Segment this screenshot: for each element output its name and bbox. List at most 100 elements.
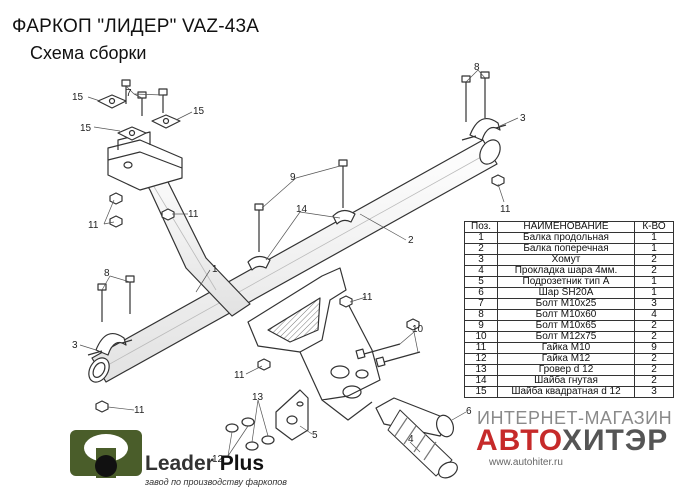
table-cell: 1 <box>634 287 674 299</box>
table-cell: 4 <box>634 309 674 321</box>
column-header: НАИМЕНОВАНИЕ <box>497 221 635 233</box>
table-cell: Подрозетник тип А <box>497 276 635 288</box>
tow-ball <box>375 397 458 479</box>
callout-label: 13 <box>252 392 264 403</box>
table-header-row: Поз. НАИМЕНОВАНИЕ К-ВО <box>464 221 674 233</box>
table-cell: 1 <box>464 232 498 244</box>
callout-label: 11 <box>88 220 99 231</box>
table-cell: 2 <box>634 254 674 266</box>
table-cell: Балка продольная <box>497 232 635 244</box>
diagram-title: ФАРКОП "ЛИДЕР" VAZ-43A <box>12 16 260 37</box>
part-drawings <box>87 71 507 479</box>
table-cell: Шар SH20A <box>497 287 635 299</box>
table-cell: 2 <box>464 243 498 255</box>
callout-numbers: 15 7 15 15 8 3 9 11 11 11 14 2 1 8 11 3 … <box>72 62 526 465</box>
callout-label: 9 <box>290 172 296 183</box>
table-cell: 15 <box>464 386 498 398</box>
callout-label: 11 <box>500 204 511 215</box>
table-cell: 3 <box>464 254 498 266</box>
callout-label: 11 <box>234 370 245 381</box>
table-cell: Шайба гнутая <box>497 375 635 387</box>
table-cell: Болт М10х65 <box>497 320 635 332</box>
nuts <box>95 174 505 413</box>
callout-label: 10 <box>412 324 424 335</box>
logo-name-plus: Plus <box>219 452 265 475</box>
table-cell: Гайка М12 <box>497 353 635 365</box>
square-washers <box>97 94 181 141</box>
callout-label: 8 <box>474 62 480 73</box>
table-cell: Болт М12х75 <box>497 331 635 343</box>
table-cell: 1 <box>634 243 674 255</box>
table-cell: 12 <box>464 353 498 365</box>
leader-lines <box>79 69 519 457</box>
table-cell: 10 <box>464 331 498 343</box>
table-cell: Болт М10х25 <box>497 298 635 310</box>
watermark-url: www.autohiter.ru <box>489 457 563 468</box>
table-cell: Шайба квадратная d 12 <box>497 386 635 398</box>
nuts-and-grovers <box>225 417 275 451</box>
logo-name: Leader <box>145 452 214 475</box>
watermark-brand-part1: АВТО <box>476 424 562 457</box>
table-cell: 9 <box>464 320 498 332</box>
table-cell: 5 <box>464 276 498 288</box>
table-cell: Хомут <box>497 254 635 266</box>
frame-bracket <box>107 131 183 191</box>
logo-tagline: завод по производству фаркопов <box>145 477 287 487</box>
diagram-subtitle: Схема сборки <box>30 43 147 63</box>
watermark-brand: АВТОХИТЭР <box>476 424 668 458</box>
table-cell: Балка поперечная <box>497 243 635 255</box>
table-cell: 2 <box>634 364 674 376</box>
table-cell: 1 <box>634 276 674 288</box>
table-cell: 13 <box>464 364 498 376</box>
callout-label: 2 <box>408 235 414 246</box>
watermark-line1: ИНТЕРНЕТ-МАГАЗИН <box>477 408 673 428</box>
callout-label: 12 <box>212 454 224 465</box>
table-cell: Гровер d 12 <box>497 364 635 376</box>
callout-label: 14 <box>296 204 308 215</box>
table-cell: Болт М10х60 <box>497 309 635 321</box>
table-cell: 3 <box>634 386 674 398</box>
table-cell: 2 <box>634 320 674 332</box>
callout-label: 15 <box>80 123 92 134</box>
clamps <box>87 117 507 356</box>
table-cell: 7 <box>464 298 498 310</box>
callout-label: 3 <box>72 340 78 351</box>
callout-label: 7 <box>126 88 132 99</box>
logo-wordmark: Leader Plus <box>145 452 264 476</box>
callout-label: 5 <box>312 430 318 441</box>
longitudinal-beam <box>131 154 251 317</box>
column-header: К-ВО <box>634 221 674 233</box>
callout-label: 4 <box>408 434 414 445</box>
callout-label: 11 <box>188 209 199 220</box>
table-cell: 1 <box>634 232 674 244</box>
table-cell: 4 <box>464 265 498 277</box>
column-header: Поз. <box>464 221 498 233</box>
callout-label: 1 <box>212 264 218 275</box>
watermark-brand-part2: ХИТЭР <box>561 424 669 457</box>
leader-plus-logo-mark <box>70 430 142 478</box>
socket-bracket <box>275 389 309 441</box>
callout-label: 15 <box>72 92 84 103</box>
callout-label: 11 <box>362 292 373 303</box>
table-cell: 3 <box>634 298 674 310</box>
callout-label: 15 <box>193 106 205 117</box>
table-cell: Гайка М10 <box>497 342 635 354</box>
callout-label: 3 <box>520 113 526 124</box>
table-cell: 2 <box>634 375 674 387</box>
table-cell: 2 <box>634 331 674 343</box>
bent-washers <box>247 209 356 271</box>
